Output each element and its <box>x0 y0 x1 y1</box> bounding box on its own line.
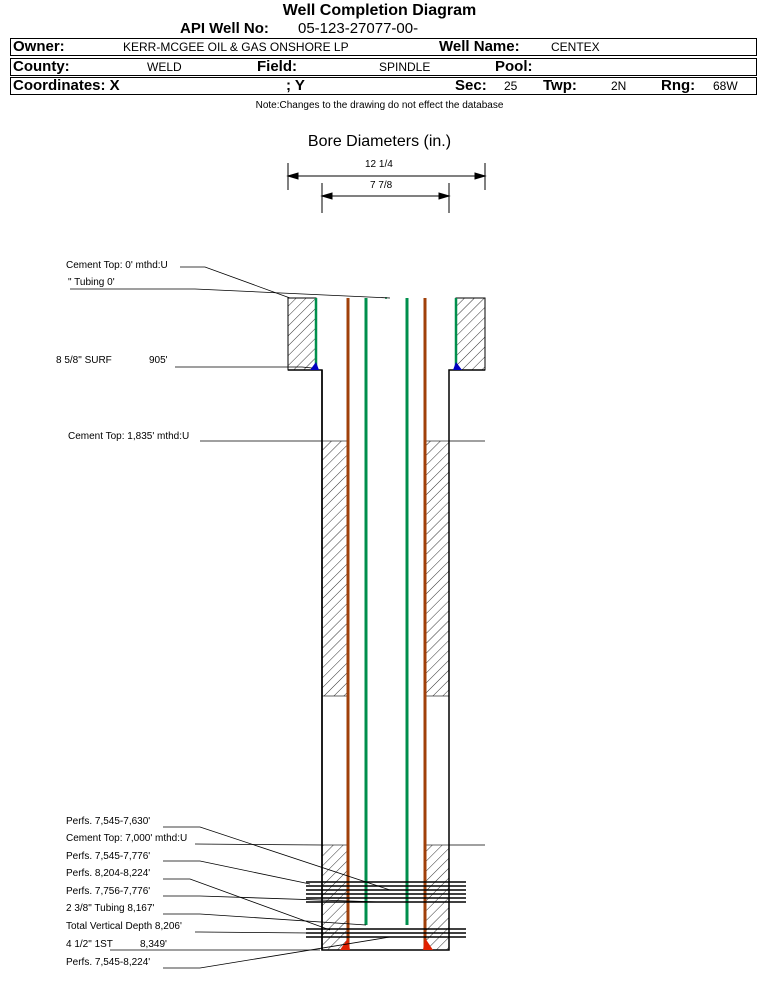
bore-diameters-title: Bore Diameters (in.) <box>307 133 452 150</box>
page-title: Well Completion Diagram <box>282 2 477 19</box>
label-surf: 8 5/8" SURF <box>56 355 112 366</box>
api-row: API Well No: 05-123-27077-00- <box>10 21 755 38</box>
coordinates-y-label: ; Y <box>286 77 305 94</box>
rng-label: Rng: <box>661 77 696 94</box>
cement-upper-left <box>321 440 349 697</box>
surface-cement-left <box>287 297 317 371</box>
rng-value: 68W <box>713 79 738 93</box>
twp-value: 2N <box>611 79 627 93</box>
coordinates-label: Coordinates: X <box>13 77 120 94</box>
label-tubing-0: " Tubing 0' <box>68 277 115 288</box>
twp-label: Twp: <box>543 77 577 94</box>
coordinates-row: Coordinates: X ; Y Sec: 25 Twp: 2N Rng: … <box>10 77 757 95</box>
label-cement-top-1835: Cement Top: 1,835' mthd:U <box>68 431 190 442</box>
api-label: API Well No: <box>180 20 269 37</box>
owner-label: Owner: <box>13 38 65 55</box>
label-perfs-1: Perfs. 7,545-7,630' <box>66 816 151 827</box>
county-value: WELD <box>147 60 182 74</box>
api-value: 05-123-27077-00- <box>298 20 419 37</box>
note-text: Note:Changes to the drawing do not effec… <box>255 100 504 111</box>
county-label: County: <box>13 58 70 75</box>
bore-outer-label: 12 1/4 <box>365 159 393 170</box>
owner-row: Owner: KERR-MCGEE OIL & GAS ONSHORE LP W… <box>10 38 757 56</box>
well-name-label: Well Name: <box>439 38 520 55</box>
well-name-value: CENTEX <box>551 40 600 54</box>
surface-shoe-left <box>310 362 319 370</box>
label-surf-depth: 905' <box>149 355 168 366</box>
bore-outer-dimension <box>286 163 487 190</box>
label-tvd: Total Vertical Depth 8,206' <box>66 921 182 932</box>
sec-value: 25 <box>504 79 518 93</box>
label-st-depth: 8,349' <box>140 939 167 950</box>
production-shoe-right <box>423 938 433 950</box>
label-st: 4 1/2" 1ST <box>66 939 113 950</box>
field-value: SPINDLE <box>379 60 431 74</box>
hole-outline <box>288 369 485 951</box>
perfs-group-1 <box>306 881 466 903</box>
surface-cement-right <box>455 297 486 371</box>
sec-label: Sec: <box>455 77 487 94</box>
label-perfs-5: Perfs. 7,545-8,224' <box>66 957 151 968</box>
cement-upper-right <box>424 440 450 697</box>
surface-shoe-right <box>453 362 462 370</box>
label-perfs-3: Perfs. 8,204-8,224' <box>66 868 151 879</box>
perfs-group-2 <box>306 928 466 938</box>
label-cement-top-0: Cement Top: 0' mthd:U <box>66 260 168 271</box>
label-tubing-8167: 2 3/8" Tubing 8,167' <box>66 903 155 914</box>
field-label: Field: <box>257 58 297 75</box>
label-cement-top-7000: Cement Top: 7,000' mthd:U <box>66 833 188 844</box>
leader-lines <box>70 266 391 969</box>
pool-label: Pool: <box>495 58 533 75</box>
bore-inner-dimension <box>320 183 451 213</box>
owner-value: KERR-MCGEE OIL & GAS ONSHORE LP <box>123 40 349 54</box>
county-row: County: WELD Field: SPINDLE Pool: <box>10 58 757 76</box>
label-perfs-2: Perfs. 7,545-7,776' <box>66 851 151 862</box>
label-perfs-4: Perfs. 7,756-7,776' <box>66 886 151 897</box>
bore-inner-label: 7 7/8 <box>370 180 393 191</box>
